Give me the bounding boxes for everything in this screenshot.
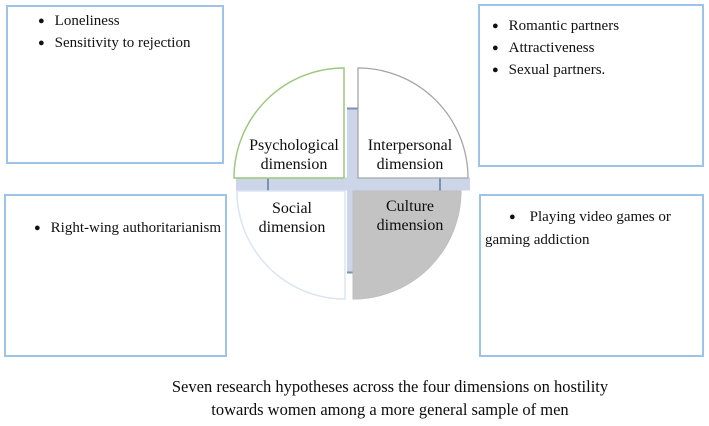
list-item: ● Right-wing authoritarianism [34,218,221,240]
list-item: ● Loneliness [38,11,218,33]
cross-end-caps [267,107,441,274]
quadrant-social [236,190,346,300]
bullet-icon: ● [492,20,499,32]
list-item-text: Sensitivity to rejection [54,35,191,51]
quadrant-psychological [233,67,345,179]
hypothesis-box-top-right: ● Romantic partners ● Attractiveness ● Sexu… [478,4,704,167]
list-item: ● Sexual partners. [492,60,698,82]
bullet-icon: ● [509,211,516,223]
bullet-icon: ● [492,42,499,54]
list-item-text: Playing video games or gaming addiction [485,209,671,248]
figure-caption: Seven research hypotheses across the fou… [70,375,709,421]
list-item-text: Right-wing authoritarianism [50,220,222,236]
list-item-text: Attractiveness [508,40,595,56]
caption-line-1: Seven research hypotheses across the fou… [171,377,609,396]
list-item: ● Romantic partners [492,16,698,38]
bullet-icon: ● [34,222,41,234]
list-item: ●Playing video games or gaming addiction [485,206,678,251]
hypothesis-box-bottom-left: ● Right-wing authoritarianism [4,194,227,357]
list-item-text: Loneliness [54,13,120,29]
quadrant-label-social: Social dimension [258,200,326,236]
bullet-icon: ● [492,64,499,76]
caption-line-2: towards women among a more general sampl… [211,400,569,419]
list-item: ● Sensitivity to rejection [38,33,218,55]
hypothesis-box-bottom-right: ●Playing video games or gaming addiction [479,194,704,357]
bullet-icon: ● [38,37,45,49]
quadrant-label-interpersonal: Interpersonal dimension [367,137,453,173]
bullet-icon: ● [38,15,45,27]
list-item-text: Sexual partners. [508,62,606,78]
list-item-text: Romantic partners [508,18,620,34]
list-item: ● Attractiveness [492,38,698,60]
quadrant-label-psychological: Psychological dimension [249,137,339,173]
quadrant-culture [352,190,462,300]
quadrant-interpersonal [357,67,469,179]
quadrant-label-culture: Culture dimension [376,198,444,234]
hypothesis-box-top-left: ● Loneliness ● Sensitivity to rejection [6,5,224,164]
